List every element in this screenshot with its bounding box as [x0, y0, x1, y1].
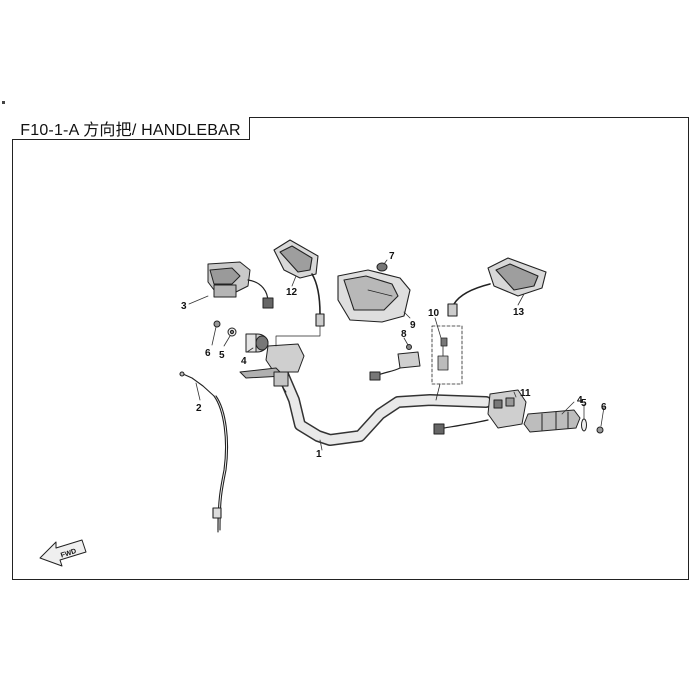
callout-7: 7 [389, 251, 395, 262]
corner-mark [2, 101, 5, 104]
callout-5-right: 5 [581, 398, 587, 409]
left-washer-bolt [213, 320, 237, 337]
callout-11: 11 [520, 388, 531, 399]
callout-3: 3 [181, 301, 187, 312]
throttle-cable [179, 371, 229, 533]
callout-4-left: 4 [241, 356, 247, 367]
right-switch-housing [433, 389, 527, 435]
title-box: F10-1-A 方向把/ HANDLEBAR [12, 117, 250, 140]
hand-guard [337, 269, 411, 323]
center-clamp [369, 344, 421, 381]
page-title: F10-1-A 方向把/ HANDLEBAR [20, 122, 241, 139]
leader-lines [188, 259, 605, 451]
callout-1: 1 [316, 449, 322, 460]
right-mirror [447, 257, 547, 317]
right-washer-bolt [581, 418, 604, 434]
left-plug [245, 333, 269, 353]
left-lever-assembly [239, 343, 305, 393]
callout-6-left: 6 [205, 348, 211, 359]
callout-6-right: 6 [601, 402, 607, 413]
callout-12: 12 [286, 287, 298, 298]
drawing-frame [12, 117, 689, 580]
fwd-label: FWD [60, 548, 77, 560]
callout-8: 8 [401, 329, 407, 340]
right-grip [523, 409, 581, 433]
handlebar-tube [276, 366, 492, 446]
callout-2: 2 [196, 403, 202, 414]
brake-master-cylinder [207, 261, 274, 309]
fwd-arrow-icon [39, 539, 87, 567]
callout-4-right: 4 [577, 395, 583, 406]
callout-9: 9 [410, 320, 416, 331]
grommet [376, 262, 388, 272]
callout-10: 10 [428, 308, 440, 319]
callout-5-left: 5 [219, 350, 225, 361]
connector-set [431, 325, 463, 401]
left-mirror [273, 239, 325, 347]
callout-13: 13 [513, 307, 525, 318]
